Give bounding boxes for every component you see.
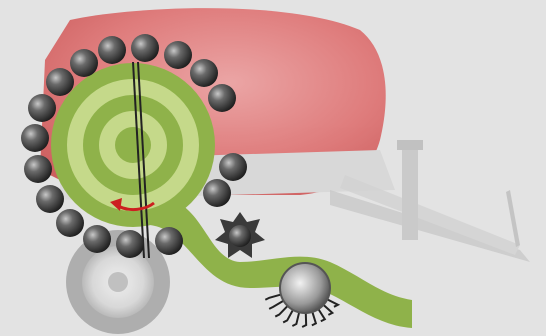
steel-roller-icon <box>56 209 84 237</box>
pickup-tine <box>265 295 281 300</box>
steel-roller-icon <box>83 225 111 253</box>
steel-roller-icon <box>36 185 64 213</box>
pickup-tine <box>269 301 283 309</box>
steel-roller-icon <box>21 124 49 152</box>
pickup-tine <box>312 312 316 325</box>
steel-roller-icon <box>131 34 159 62</box>
pickup-tine <box>323 305 332 315</box>
steel-roller-icon <box>28 94 56 122</box>
steel-roller-icon <box>46 68 74 96</box>
steel-roller-icon <box>203 179 231 207</box>
pickup-tine <box>292 312 299 326</box>
pickup-tine <box>318 309 324 321</box>
pickup-tine <box>302 313 306 327</box>
feed-rotor-icon <box>215 212 265 258</box>
steel-roller-icon <box>219 153 247 181</box>
steel-roller-icon <box>70 49 98 77</box>
steel-roller-icon <box>155 227 183 255</box>
steel-roller-icon <box>24 155 52 183</box>
pickup-tine <box>283 310 293 323</box>
bale <box>51 63 215 227</box>
pickup-tine <box>275 306 287 317</box>
pickup-tine <box>327 299 338 306</box>
steel-roller-icon <box>116 230 144 258</box>
steel-roller-icon <box>190 59 218 87</box>
steel-roller-icon <box>164 41 192 69</box>
steel-roller-icon <box>98 36 126 64</box>
steel-roller-icon <box>208 84 236 112</box>
